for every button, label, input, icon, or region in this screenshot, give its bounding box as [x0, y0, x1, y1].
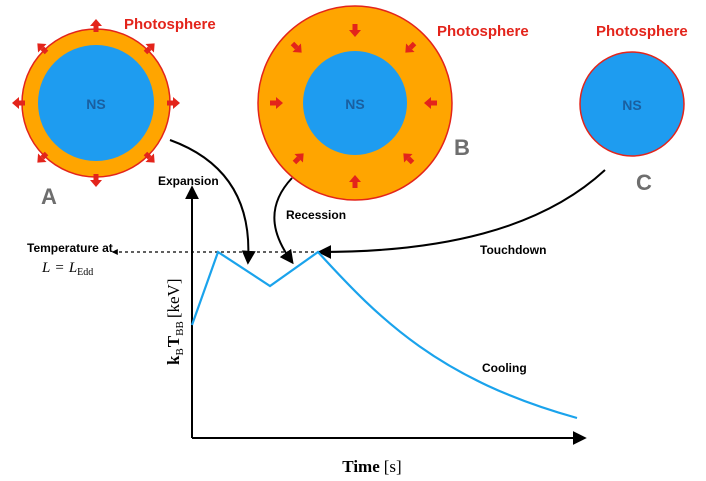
- temperature-at-label: Temperature at: [27, 241, 113, 255]
- eddington-l-rhs: L: [68, 260, 77, 276]
- temperature-curve: [190, 250, 578, 420]
- recession-arrow: [273, 177, 294, 265]
- y-axis-title: kBTBB [keV]: [164, 279, 186, 366]
- panel-a: NS Photosphere A: [12, 16, 216, 209]
- panel-letter-a: A: [41, 184, 57, 209]
- eddington-sub: Edd: [77, 267, 93, 278]
- ns-label-a: NS: [86, 96, 105, 112]
- eddington-l: L: [41, 260, 50, 276]
- x-axis-title: Time[s]: [342, 457, 401, 476]
- panel-b: NS Photosphere B: [257, 5, 529, 201]
- panel-letter-c: C: [636, 170, 652, 195]
- y-axis-unit: [keV]: [164, 279, 183, 319]
- neutron-star-a: [38, 45, 154, 161]
- cooling-label: Cooling: [482, 361, 527, 375]
- photosphere-label-c: Photosphere: [596, 23, 688, 40]
- x-axis-unit: [s]: [384, 457, 402, 476]
- photosphere-label-a: Photosphere: [124, 16, 216, 33]
- neutron-star-b: [303, 51, 407, 155]
- touchdown-arrow: [317, 169, 606, 259]
- panel-c: NS Photosphere C: [579, 23, 688, 195]
- touchdown-label: Touchdown: [480, 243, 546, 257]
- y-axis-k-sub: B: [174, 348, 186, 355]
- expansion-label: Expansion: [158, 174, 219, 188]
- ns-label-c: NS: [622, 97, 641, 113]
- y-axis-t: T: [164, 335, 183, 347]
- temperature-plot: Expansion Recession Touchdown Cooling Te…: [27, 174, 587, 476]
- photosphere-label-b: Photosphere: [437, 23, 529, 40]
- panel-letter-b: B: [454, 135, 470, 160]
- neutron-star-c: [579, 51, 685, 157]
- x-axis-time: Time: [342, 457, 380, 476]
- y-axis-t-sub: BB: [174, 321, 186, 336]
- y-axis-k: k: [164, 355, 183, 365]
- expansion-arrow: [169, 139, 256, 265]
- recession-label: Recession: [286, 208, 346, 222]
- ns-label-b: NS: [345, 96, 364, 112]
- eddington-label: L=LEdd: [41, 260, 93, 278]
- eddington-equals: =: [55, 260, 63, 276]
